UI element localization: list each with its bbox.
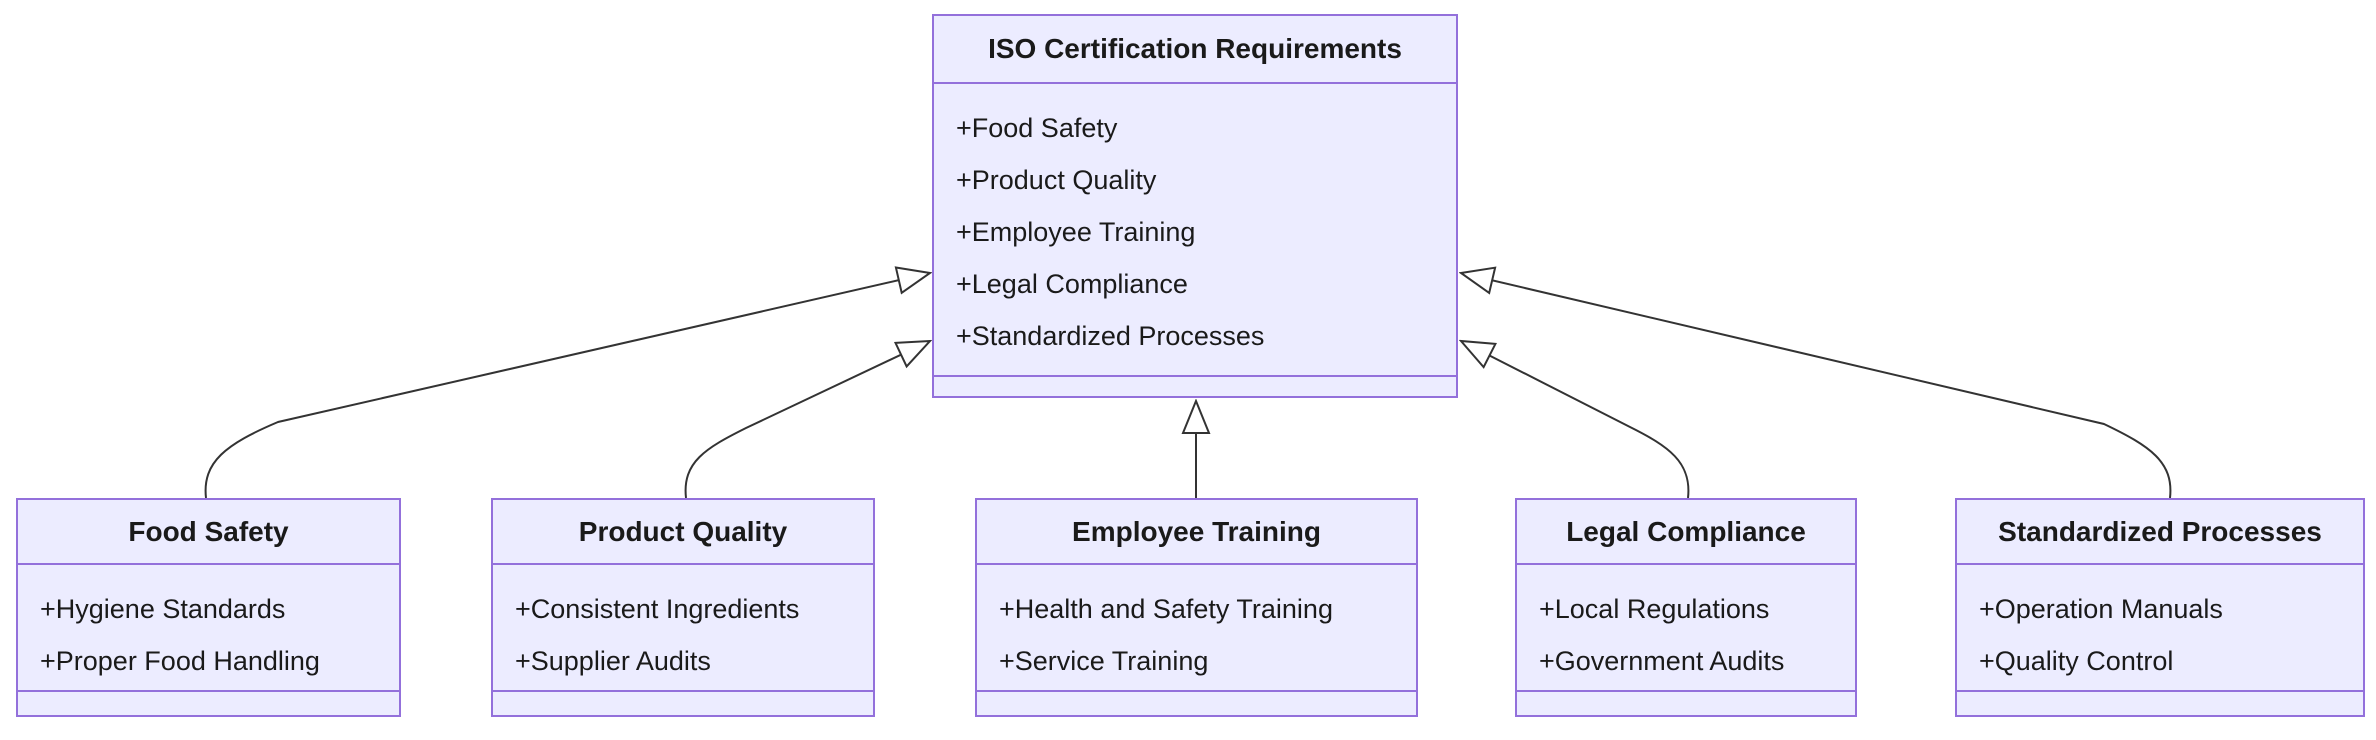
class-members: +Local Regulations +Government Audits bbox=[1517, 565, 1855, 690]
class-members: +Hygiene Standards +Proper Food Handling bbox=[18, 565, 399, 690]
edge-food-safety-to-parent bbox=[204, 273, 930, 499]
class-methods-compartment-empty bbox=[1517, 690, 1855, 715]
class-methods-compartment-empty bbox=[1957, 690, 2363, 715]
class-member: +Operation Manuals bbox=[1979, 594, 2223, 624]
class-members: +Food Safety +Product Quality +Employee … bbox=[934, 84, 1456, 375]
edge-product-quality-to-parent bbox=[684, 341, 930, 499]
class-standardized-processes: Standardized Processes +Operation Manual… bbox=[1955, 498, 2365, 717]
class-members: +Health and Safety Training +Service Tra… bbox=[977, 565, 1416, 690]
class-member: +Local Regulations bbox=[1539, 594, 1770, 624]
class-member: +Consistent Ingredients bbox=[515, 594, 800, 624]
class-member: +Government Audits bbox=[1539, 646, 1785, 676]
class-member: +Quality Control bbox=[1979, 646, 2174, 676]
class-title: Legal Compliance bbox=[1517, 500, 1855, 565]
class-members: +Consistent Ingredients +Supplier Audits bbox=[493, 565, 873, 690]
class-methods-compartment-empty bbox=[934, 375, 1456, 396]
class-legal-compliance: Legal Compliance +Local Regulations +Gov… bbox=[1515, 498, 1857, 717]
class-member: +Health and Safety Training bbox=[999, 594, 1333, 624]
class-member: +Hygiene Standards bbox=[40, 594, 286, 624]
class-title: Product Quality bbox=[493, 500, 873, 565]
class-member: +Service Training bbox=[999, 646, 1209, 676]
class-food-safety: Food Safety +Hygiene Standards +Proper F… bbox=[16, 498, 401, 717]
class-member: +Proper Food Handling bbox=[40, 646, 320, 676]
class-employee-training: Employee Training +Health and Safety Tra… bbox=[975, 498, 1418, 717]
class-member: +Product Quality bbox=[956, 165, 1157, 195]
class-product-quality: Product Quality +Consistent Ingredients … bbox=[491, 498, 875, 717]
class-iso-certification-requirements: ISO Certification Requirements +Food Saf… bbox=[932, 14, 1458, 398]
class-methods-compartment-empty bbox=[493, 690, 873, 715]
class-member: +Legal Compliance bbox=[956, 269, 1188, 299]
class-methods-compartment-empty bbox=[18, 690, 399, 715]
class-title: Employee Training bbox=[977, 500, 1416, 565]
class-title: Food Safety bbox=[18, 500, 399, 565]
edge-standardized-processes-to-parent bbox=[1461, 273, 2172, 499]
class-title: Standardized Processes bbox=[1957, 500, 2363, 565]
class-member: +Employee Training bbox=[956, 217, 1196, 247]
class-title: ISO Certification Requirements bbox=[934, 16, 1456, 84]
class-methods-compartment-empty bbox=[977, 690, 1416, 715]
class-members: +Operation Manuals +Quality Control bbox=[1957, 565, 2363, 690]
edge-legal-compliance-to-parent bbox=[1461, 341, 1690, 499]
class-member: +Supplier Audits bbox=[515, 646, 711, 676]
class-member: +Standardized Processes bbox=[956, 321, 1265, 351]
class-member: +Food Safety bbox=[956, 113, 1118, 143]
